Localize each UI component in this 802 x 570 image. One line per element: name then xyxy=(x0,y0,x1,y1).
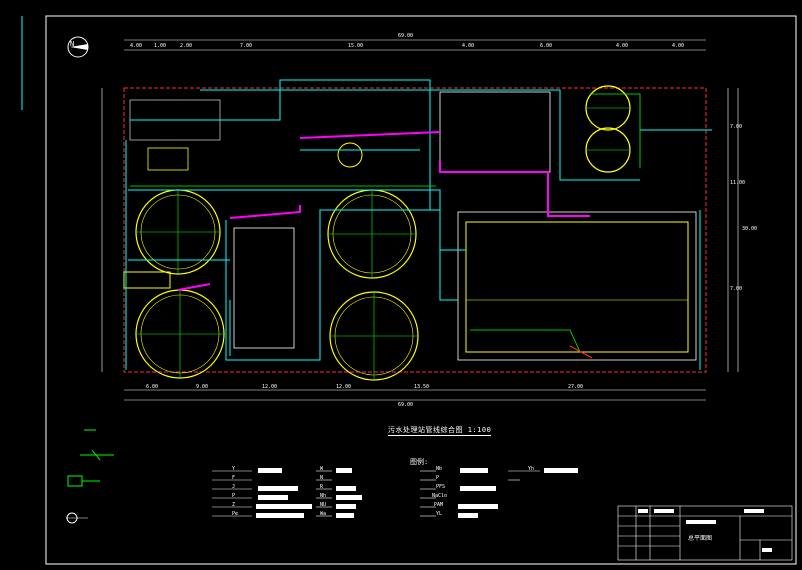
legend-code-naclo: NaClo xyxy=(432,493,448,499)
title-block-text xyxy=(638,509,772,552)
pump-house xyxy=(233,227,295,349)
legend-heading: 图例: xyxy=(410,458,429,466)
legend-code-yh: Yh xyxy=(528,466,535,472)
cyan-pipelines xyxy=(125,79,712,370)
north-arrow-icon xyxy=(67,36,89,58)
small-tank-top xyxy=(585,85,631,131)
legend-code-nb: Nb xyxy=(436,466,443,472)
legend-code-pfs: PFS xyxy=(436,484,446,490)
clarifier-tank-ne xyxy=(327,189,417,279)
legend-code-r: R xyxy=(320,484,324,490)
top-dim-8: 4.00 xyxy=(616,43,629,49)
title-block-drawing-name: 总平面图 xyxy=(688,535,713,542)
legend-code-y: Y xyxy=(232,466,236,472)
top-dim-1: 4.00 xyxy=(130,43,143,49)
aeration-basin xyxy=(465,221,689,353)
bottom-dim-4: 12.00 xyxy=(336,384,352,390)
grit-chamber xyxy=(147,147,189,171)
legend-code-j: J xyxy=(232,484,236,490)
legend-code-z: Z xyxy=(232,502,236,508)
small-tank-bottom xyxy=(585,127,631,173)
bottom-dim-1: 6.00 xyxy=(146,384,159,390)
legend-code-pam: PAM xyxy=(434,502,444,508)
green-pipelines xyxy=(130,93,641,353)
top-total-dimension: 69.00 xyxy=(398,33,414,39)
top-dim-4: 7.00 xyxy=(240,43,253,49)
site-boundary xyxy=(123,87,707,373)
top-dim-9: 4.00 xyxy=(672,43,685,49)
clarifier-tank-nw xyxy=(135,189,221,275)
bottom-dim-2: 9.00 xyxy=(196,384,209,390)
equalization-tank xyxy=(439,91,551,173)
right-dim-1: 7.00 xyxy=(730,124,743,130)
top-dim-7: 6.00 xyxy=(540,43,553,49)
drawing-title: 污水处理站管线综合图 1:100 xyxy=(388,426,492,436)
legend-code-wa: Wa xyxy=(320,511,327,517)
aeration-basin-outer xyxy=(457,211,697,361)
top-dim-6: 4.00 xyxy=(462,43,475,49)
legend-code-nu: NU xyxy=(320,502,327,508)
bottom-dim-3: 12.00 xyxy=(262,384,278,390)
bottom-dim-6: 27.00 xyxy=(568,384,584,390)
clarifier-tank-se xyxy=(329,291,419,381)
right-dim-2: 11.00 xyxy=(730,180,746,186)
title-block xyxy=(617,505,793,561)
legend-code-nh: Nh xyxy=(320,493,327,499)
legend-code-p: P xyxy=(232,493,236,499)
right-dim-3: 7.00 xyxy=(730,286,743,292)
bottom-dim-5: 13.50 xyxy=(414,384,430,390)
top-dim-5: 15.00 xyxy=(348,43,364,49)
top-dim-2: 1.00 xyxy=(154,43,167,49)
valve-chamber xyxy=(123,271,171,289)
legend-code-yl: YL xyxy=(436,511,443,517)
legend-code-w: W xyxy=(320,466,324,472)
legend-text-blocks xyxy=(256,468,578,518)
top-dim-3: 2.00 xyxy=(180,43,193,49)
legend-code-pe: Pe xyxy=(232,511,239,517)
magenta-pipelines xyxy=(177,131,590,291)
small-tank-mid xyxy=(337,142,363,168)
right-total-dimension: 30.00 xyxy=(742,226,758,232)
clarifier-tank-sw xyxy=(135,289,225,379)
drawing-frame xyxy=(45,15,797,565)
bottom-total-dimension: 69.00 xyxy=(398,402,414,408)
legend-code-n: N xyxy=(320,475,324,481)
red-leader-line xyxy=(569,345,593,359)
legend-code-f: F xyxy=(232,475,236,481)
north-label: N xyxy=(70,40,75,48)
legend-symbols xyxy=(66,429,114,524)
legend-code-p2: P xyxy=(436,475,440,481)
legend-line-samples xyxy=(212,470,540,517)
